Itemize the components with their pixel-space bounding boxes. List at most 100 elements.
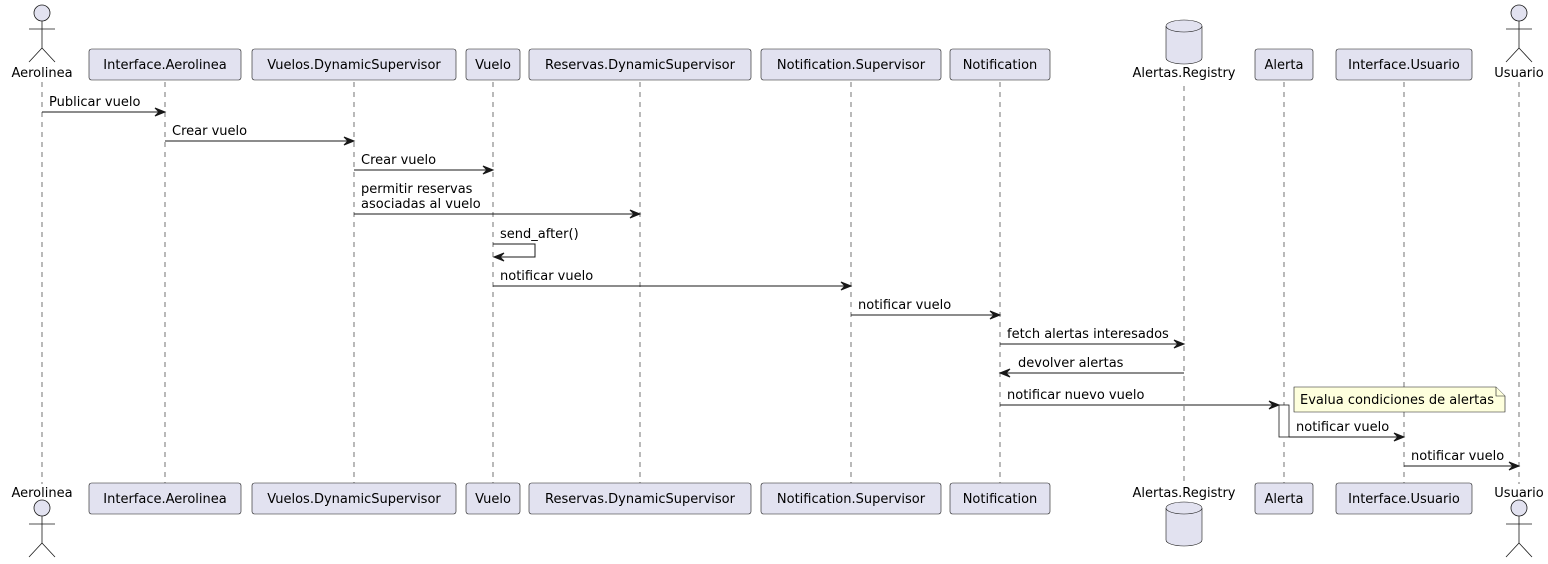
message-label: Publicar vuelo xyxy=(49,95,140,110)
participant-box xyxy=(251,48,457,81)
participant-heads-bottom: Aerolinea Interface.Aerolinea Vuelos.Dynam… xyxy=(11,482,1544,558)
participant-label: Notification.Supervisor xyxy=(777,58,926,73)
participant-bottom-vuelo: Vuelo xyxy=(465,482,521,515)
participant-top-vuelos_ds: Vuelos.DynamicSupervisor xyxy=(251,48,457,81)
message-notification-to-alerta: notificar nuevo vuelo xyxy=(1000,388,1281,410)
arrowhead-icon xyxy=(492,252,505,262)
message-label: asociadas al vuelo xyxy=(361,197,481,212)
participant-label: Interface.Usuario xyxy=(1348,492,1460,507)
actor-head-icon xyxy=(33,499,51,517)
message-label: notificar vuelo xyxy=(500,269,593,284)
participant-box xyxy=(949,48,1051,81)
participant-top-interface_aerolinea: Interface.Aerolinea xyxy=(88,48,242,81)
participant-box xyxy=(760,48,942,81)
participant-bottom-interface_aerolinea: Interface.Aerolinea xyxy=(88,482,242,515)
participant-box xyxy=(949,482,1051,515)
arrowhead-icon xyxy=(1393,432,1406,442)
message-label: Crear vuelo xyxy=(361,153,436,168)
participant-top-alertas_registry: Alertas.Registry xyxy=(1132,19,1236,81)
participant-label: Vuelos.DynamicSupervisor xyxy=(267,492,441,507)
activation-bar-alerta xyxy=(1278,404,1290,438)
actor-leg-icon xyxy=(1505,542,1520,558)
message-alerta-to-interface_usuario: notificar vuelo xyxy=(1289,420,1406,442)
message-label: notificar vuelo xyxy=(1411,449,1504,464)
participant-label: Reservas.DynamicSupervisor xyxy=(545,492,736,507)
actor-leg-icon xyxy=(41,47,56,63)
actor-leg-icon xyxy=(1518,542,1533,558)
message-vuelos_ds-to-vuelo: Crear vuelo xyxy=(354,153,495,175)
message-label: fetch alertas interesados xyxy=(1007,327,1169,342)
participant-bottom-vuelos_ds: Vuelos.DynamicSupervisor xyxy=(251,482,457,515)
participant-top-notification_sup: Notification.Supervisor xyxy=(760,48,942,81)
participant-box xyxy=(1254,48,1314,81)
participant-label: Notification xyxy=(963,58,1038,73)
participant-box xyxy=(88,482,242,515)
participant-top-interface_usuario: Interface.Usuario xyxy=(1335,48,1473,81)
actor-leg-icon xyxy=(41,542,56,558)
participant-top-notification: Notification xyxy=(949,48,1051,81)
arrowhead-icon xyxy=(1268,400,1281,410)
actor-leg-icon xyxy=(1505,47,1520,63)
participant-top-alerta: Alerta xyxy=(1254,48,1314,81)
participant-box xyxy=(465,482,521,515)
participant-box xyxy=(1335,482,1473,515)
participant-box xyxy=(528,482,752,515)
activation-bars xyxy=(1278,404,1290,438)
notes: Evalua condiciones de alertas xyxy=(1293,386,1506,413)
participant-bottom-notification: Notification xyxy=(949,482,1051,515)
participant-bottom-reservas_ds: Reservas.DynamicSupervisor xyxy=(528,482,752,515)
actor-head-icon xyxy=(1510,499,1528,517)
arrowhead-icon xyxy=(998,368,1011,378)
participant-box xyxy=(251,482,457,515)
participant-bottom-interface_usuario: Interface.Usuario xyxy=(1335,482,1473,515)
actor-leg-icon xyxy=(1518,47,1533,63)
database-rim-icon xyxy=(1165,507,1203,515)
message-label: permitir reservas xyxy=(361,182,473,197)
message-notification_sup-to-notification: notificar vuelo xyxy=(851,298,1002,320)
participant-label: Alerta xyxy=(1265,492,1304,507)
actor-head-icon xyxy=(1510,4,1528,22)
participant-label: Interface.Aerolinea xyxy=(103,58,226,73)
note-text: Evalua condiciones de alertas xyxy=(1300,393,1494,408)
participant-bottom-alertas_registry: Alertas.Registry xyxy=(1132,486,1236,547)
message-label: notificar vuelo xyxy=(858,298,951,313)
participant-bottom-aerolinea: Aerolinea xyxy=(11,486,73,558)
arrowhead-icon xyxy=(343,136,356,146)
participant-top-reservas_ds: Reservas.DynamicSupervisor xyxy=(528,48,752,81)
arrowhead-icon xyxy=(840,281,853,291)
message-interface_aerolinea-to-vuelos_ds: Crear vuelo xyxy=(165,124,356,146)
message-vuelo-to-vuelo: send_after() xyxy=(492,227,579,262)
participant-box xyxy=(528,48,752,81)
message-label: Crear vuelo xyxy=(172,124,247,139)
participant-top-vuelo: Vuelo xyxy=(465,48,521,81)
message-label: notificar nuevo vuelo xyxy=(1007,388,1144,403)
participant-box xyxy=(88,48,242,81)
self-message-line xyxy=(493,243,536,258)
message-aerolinea-to-interface_aerolinea: Publicar vuelo xyxy=(42,95,167,117)
participant-bottom-alerta: Alerta xyxy=(1254,482,1314,515)
note-alerta: Evalua condiciones de alertas xyxy=(1293,386,1506,413)
participant-top-aerolinea: Aerolinea xyxy=(11,4,73,81)
participant-label: Vuelo xyxy=(475,492,511,507)
participant-bottom-notification_sup: Notification.Supervisor xyxy=(760,482,942,515)
participant-box xyxy=(1254,482,1314,515)
participant-label: Aerolinea xyxy=(11,486,72,501)
database-rim-icon xyxy=(1165,25,1203,33)
arrowhead-icon xyxy=(482,165,495,175)
note-corner-icon xyxy=(1495,387,1505,397)
arrowhead-icon xyxy=(629,209,642,219)
actor-leg-icon xyxy=(28,47,43,63)
participant-box xyxy=(760,482,942,515)
message-alertas_registry-to-notification: devolver alertas xyxy=(998,356,1184,378)
participant-label: Vuelos.DynamicSupervisor xyxy=(267,58,441,73)
message-interface_usuario-to-usuario: notificar vuelo xyxy=(1404,449,1521,471)
arrowhead-icon xyxy=(989,310,1002,320)
note-box xyxy=(1293,386,1506,413)
arrowhead-icon xyxy=(1508,461,1521,471)
participant-label: Alertas.Registry xyxy=(1132,66,1235,81)
message-label: send_after() xyxy=(500,227,579,242)
